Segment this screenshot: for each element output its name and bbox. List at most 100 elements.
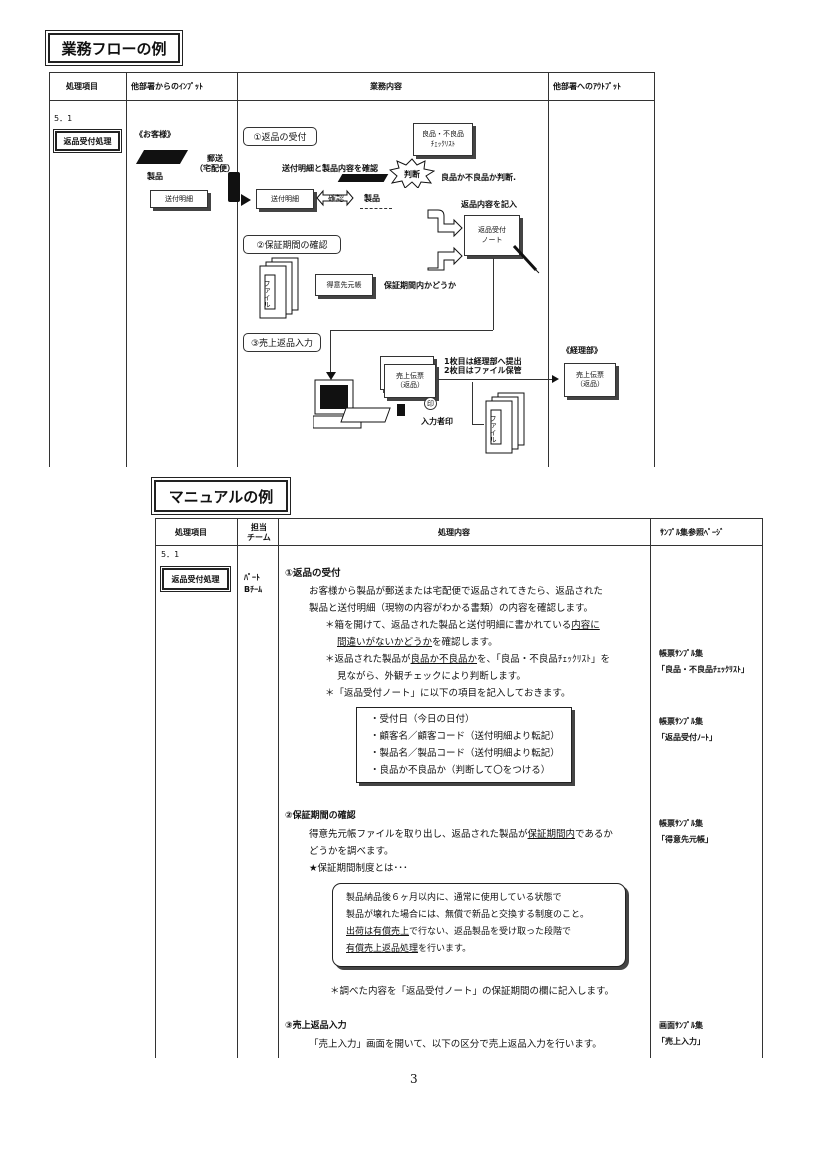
flow-file-label-2: ファイル — [489, 415, 497, 443]
flow-item-label: 返品受付処理 — [53, 129, 122, 153]
manual-header-content: 処理内容 — [438, 528, 470, 537]
manual-col-divider-3 — [650, 518, 651, 1058]
manual-team: ﾊﾟｰﾄ Bﾁｰﾑ — [244, 573, 263, 594]
m-w3a: 出荷は有償売上 — [346, 927, 410, 937]
flow-dispatch-note1: 1枚目は経理部へ提出 — [444, 357, 522, 366]
flow-confirm-note: 送付明細と製品内容を確認 — [282, 164, 378, 173]
m-s1-b1a: ＊箱を開けて、返品された製品と送付明細に書かれている — [325, 620, 572, 631]
flow-table-frame — [49, 72, 655, 467]
flow-out-arrow — [438, 379, 554, 380]
m-list-2: ・製品名／製品コード（送付明細より転記） — [370, 748, 560, 759]
m-s1-title: ①返品の受付 — [285, 568, 341, 579]
m-list-0: ・受付日（今日の日付） — [370, 714, 475, 725]
m-list-1: ・顧客名／顧客コード（送付明細より転記） — [370, 731, 560, 742]
m-warranty-box — [332, 883, 626, 967]
flow-sales-slip: 売上伝票 （返品） — [384, 364, 436, 398]
m-s2-end: ＊調べた内容を「返品受付ノート」の保証期間の欄に記入します。 — [330, 986, 615, 997]
flow-write-note: 返品内容を記入 — [461, 200, 517, 209]
paper-arrow-head — [241, 194, 251, 206]
flow-checklist-text: 良品・不良品 ﾁｪｯｸﾘｽﾄ — [422, 130, 464, 148]
m-ref3b: 「得意先元帳」 — [657, 835, 713, 844]
m-ref4a: 画面ｻﾝﾌﾟﾙ集 — [659, 1021, 703, 1030]
m-s2-l2: どうかを調べます。 — [309, 846, 394, 857]
m-s1-b3: ＊「返品受付ノート」に以下の項目を記入しておきます。 — [325, 688, 571, 699]
m-s1-b2b: 良品か不良品か — [410, 654, 478, 665]
flow-step2: ②保証期間の確認 — [243, 235, 341, 254]
manual-header-line — [155, 545, 763, 546]
flow-col-divider-2 — [237, 72, 238, 467]
flow-slip: 送付明細 — [150, 190, 208, 208]
flow-sales-slip-text: 売上伝票 （返品） — [396, 371, 424, 389]
m-ref4b: 「売上入力」 — [657, 1037, 705, 1046]
manual-header-ref: ｻﾝﾌﾟﾙ集参照ﾍﾟｰｼﾞ — [660, 528, 724, 537]
m-s1-b1b: 内容に — [571, 620, 600, 631]
flow-title: 業務フローの例 — [45, 30, 183, 66]
manual-header-team: 担当 チーム — [247, 523, 271, 543]
m-s1-b2d: 見ながら、外観チェックにより判断します。 — [337, 671, 526, 682]
flow-checklist: 良品・不良品 ﾁｪｯｸﾘｽﾄ — [413, 123, 473, 156]
flow-return-note-text: 返品受付 ノート — [478, 226, 506, 244]
flow-sales-slip-out: 売上伝票 （返品） — [564, 363, 616, 397]
flow-section-no: 5．1 — [54, 114, 73, 123]
m-w1: 製品納品後６ヶ月以内に、通常に使用している状態で — [346, 893, 562, 903]
m-s2-l3: ★保証期間制度とは･･･ — [309, 863, 408, 874]
flow-header-output: 他部署へのｱｳﾄﾌﾟｯﾄ — [553, 82, 621, 91]
page-number: 3 — [410, 1072, 418, 1086]
m-w4a: 有償売上返品処理 — [346, 944, 419, 954]
flow-return-note: 返品受付 ノート — [464, 215, 520, 256]
flow-product2: 製品 — [364, 194, 380, 203]
m-s1-l1: お客様から製品が郵送または宅配便で返品されてきたら、返品された — [309, 586, 603, 597]
m-s2-l1b: 保証期間内 — [527, 829, 576, 840]
m-s1-b2: ＊返品された製品が良品か不良品かを、「良品・不良品ﾁｪｯｸﾘｽﾄ」を — [325, 655, 610, 665]
m-w2: 製品が壊れた場合には、無償で新品と交換する制度のこと。 — [346, 910, 590, 920]
m-s1-b2c: を、「良品・不良品ﾁｪｯｸﾘｽﾄ」を — [477, 654, 611, 665]
m-s2-l1c: であるか — [575, 829, 613, 840]
m-list-3: ・良品か不良品か（判断して〇をつける） — [370, 765, 551, 776]
flow-header-content: 業務内容 — [370, 82, 402, 91]
flow-kakunin: 確認 — [322, 190, 350, 206]
m-ref3a: 帳票ｻﾝﾌﾟﾙ集 — [659, 819, 703, 828]
m-ref2b: 「返品受付ﾉｰﾄ」 — [657, 733, 717, 742]
manual-table-frame — [155, 518, 763, 1058]
double-arrow-icon — [316, 189, 354, 207]
flow-connector-c — [330, 330, 331, 374]
mail-package-icon — [135, 150, 189, 164]
flow-header-item: 処理項目 — [66, 82, 98, 91]
manual-col-divider-1 — [237, 518, 238, 1058]
flow-step3: ③売上返品入力 — [243, 333, 321, 352]
curved-arrows-icon — [427, 209, 463, 271]
m-s1-b1-2: 間違いがないかどうかを確認します。 — [337, 638, 498, 648]
m-ref1a: 帳票ｻﾝﾌﾟﾙ集 — [659, 649, 703, 658]
flow-header-input: 他部署からのｲﾝﾌﾟｯﾄ — [131, 82, 203, 91]
m-list-box — [356, 707, 572, 783]
flow-judge: 判断 — [404, 170, 420, 179]
flow-dispatch-note2: 2枚目はファイル保管 — [444, 366, 522, 375]
flow-col-divider-1 — [126, 72, 127, 467]
flow-inputter: 入力者印 — [421, 417, 453, 426]
flow-sales-slip-out-text: 売上伝票 （返品） — [576, 370, 604, 388]
pencil-icon — [512, 244, 540, 274]
m-s1-l2: 製品と送付明細（現物の内容がわかる書類）の内容を確認します。 — [309, 603, 594, 614]
m-s1-b2a: ＊返品された製品が — [325, 654, 411, 665]
m-ref2a: 帳票ｻﾝﾌﾟﾙ集 — [659, 717, 703, 726]
paper-arrow-icon — [228, 172, 240, 202]
m-w4b: を行います。 — [418, 944, 472, 954]
m-s1-b1: ＊箱を開けて、返品された製品と送付明細に書かれている内容に — [325, 621, 600, 631]
binder-file-icon-2 — [485, 392, 525, 454]
manual-header-item: 処理項目 — [175, 528, 207, 537]
m-s3-title: ③売上返品入力 — [285, 1021, 347, 1031]
flow-step1: ①返品の受付 — [243, 127, 317, 146]
flow-product: 製品 — [147, 172, 163, 181]
judge-burst-icon — [389, 158, 435, 188]
manual-col-divider-2 — [278, 518, 279, 1058]
flow-judge-note: 良品か不良品か判断. — [441, 173, 517, 182]
binder-file-icon — [259, 257, 299, 319]
flow-connector-b — [330, 330, 493, 331]
flow-out-arrow-head — [552, 375, 559, 383]
m-w3b: で行ない、返品製品を受け取った段階で — [409, 927, 572, 937]
flow-arrow-down — [326, 372, 336, 380]
flow-connector-d — [472, 382, 473, 424]
flow-warranty-note: 保証期間内かどうか — [384, 281, 456, 290]
flow-col-divider-3 — [548, 72, 549, 467]
m-w4: 有償売上返品処理を行います。 — [346, 945, 471, 954]
